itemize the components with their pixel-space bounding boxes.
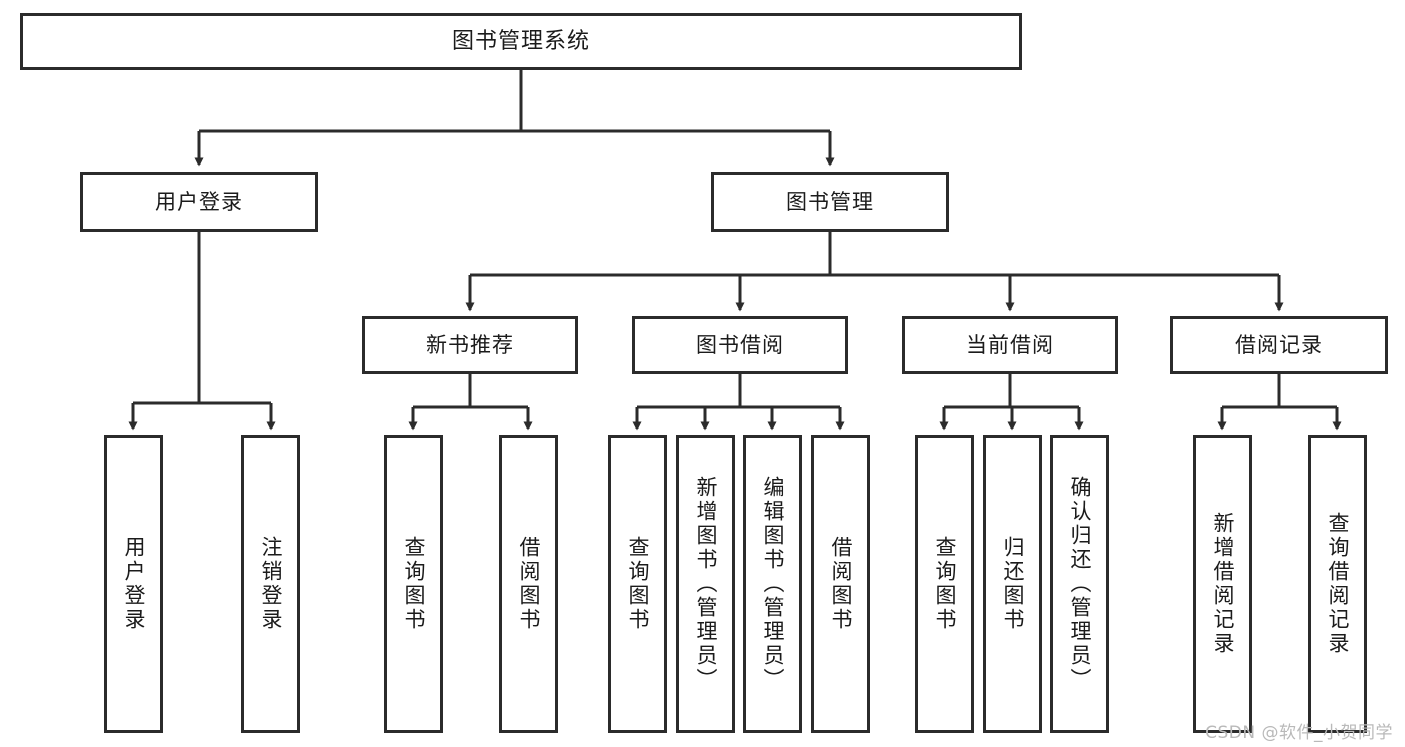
leaf-book-borrow-add-admin[interactable]: 新增图书（管理员）	[676, 435, 735, 733]
leaf-current-borrow-confirm-admin[interactable]: 确认归还（管理员）	[1050, 435, 1109, 733]
node-label: 查询图书	[933, 536, 957, 632]
node-label: 借阅图书	[517, 536, 541, 632]
node-label: 图书借阅	[696, 332, 784, 357]
node-label: 归还图书	[1001, 536, 1025, 632]
node-label: 查询图书	[626, 536, 650, 632]
node-borrow-record[interactable]: 借阅记录	[1170, 316, 1388, 374]
node-label: 图书管理	[786, 189, 874, 214]
leaf-user-login-login[interactable]: 用户登录	[104, 435, 163, 733]
node-user-login[interactable]: 用户登录	[80, 172, 318, 232]
node-label: 查询借阅记录	[1326, 512, 1350, 656]
node-label: 新增借阅记录	[1211, 512, 1235, 656]
node-root-system[interactable]: 图书管理系统	[20, 13, 1022, 70]
node-label: 注销登录	[259, 536, 283, 632]
node-label: 图书管理系统	[451, 28, 590, 54]
leaf-book-borrow-borrow[interactable]: 借阅图书	[811, 435, 870, 733]
leaf-current-borrow-return[interactable]: 归还图书	[983, 435, 1042, 733]
leaf-book-borrow-query[interactable]: 查询图书	[608, 435, 667, 733]
leaf-book-borrow-edit-admin[interactable]: 编辑图书（管理员）	[743, 435, 802, 733]
leaf-new-book-query[interactable]: 查询图书	[384, 435, 443, 733]
node-label: 用户登录	[155, 189, 243, 214]
node-label: 当前借阅	[966, 332, 1054, 357]
node-book-borrow[interactable]: 图书借阅	[632, 316, 848, 374]
leaf-current-borrow-query[interactable]: 查询图书	[915, 435, 974, 733]
node-label: 新书推荐	[426, 332, 514, 357]
leaf-new-book-borrow[interactable]: 借阅图书	[499, 435, 558, 733]
node-label: 借阅记录	[1235, 332, 1323, 357]
node-label: 确认归还（管理员）	[1068, 476, 1092, 692]
node-label: 用户登录	[122, 536, 146, 632]
node-new-book-recommend[interactable]: 新书推荐	[362, 316, 578, 374]
leaf-user-login-logout[interactable]: 注销登录	[241, 435, 300, 733]
leaf-borrow-record-query[interactable]: 查询借阅记录	[1308, 435, 1367, 733]
node-label: 新增图书（管理员）	[694, 476, 718, 692]
node-label: 查询图书	[402, 536, 426, 632]
leaf-borrow-record-add[interactable]: 新增借阅记录	[1193, 435, 1252, 733]
node-label: 编辑图书（管理员）	[761, 476, 785, 692]
watermark-csdn: CSDN @软件_小贺同学	[1205, 723, 1393, 743]
node-label: 借阅图书	[829, 536, 853, 632]
node-book-management[interactable]: 图书管理	[711, 172, 949, 232]
node-current-borrow[interactable]: 当前借阅	[902, 316, 1118, 374]
